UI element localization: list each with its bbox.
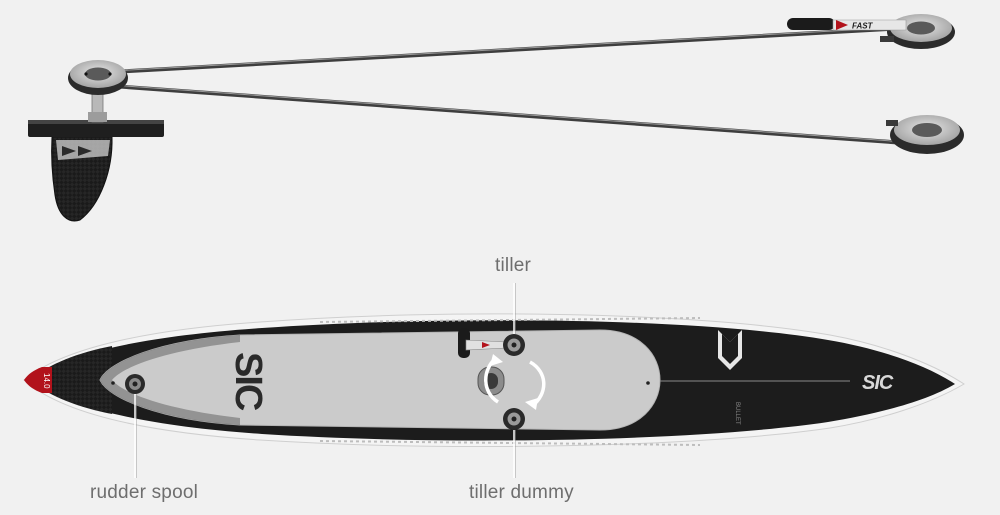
rudder-assembly: FAST (28, 14, 964, 222)
tail-badge-text: 14.0 (42, 373, 51, 389)
rudder-spool (125, 374, 145, 394)
rudder-base-plate (28, 120, 164, 137)
paddle-board: 14.0 SIC SIC BULLET (23, 313, 965, 447)
deck-logo: SIC (227, 352, 269, 411)
upper-steering-cable (110, 26, 907, 74)
callout-leaders (134, 283, 515, 478)
tiller (458, 328, 525, 358)
tiller-arm-top: FAST (787, 18, 907, 31)
tiller-label: tiller (495, 255, 532, 276)
tiller-dummy (503, 408, 525, 430)
tiller-pedal-top (880, 14, 955, 49)
tail-badge (24, 367, 52, 393)
rudder-spool-top (68, 60, 128, 95)
deck-pad (99, 329, 661, 431)
tiller-dummy-label: tiller dummy (469, 482, 574, 503)
rudder-spool-label: rudder spool (90, 482, 199, 503)
lower-steering-cable (110, 84, 907, 145)
model-mark: BULLET (734, 402, 740, 425)
nose-logo: SIC (862, 372, 894, 394)
tiller-dummy-top (886, 115, 964, 154)
tiller-arm-text: FAST (852, 22, 874, 31)
